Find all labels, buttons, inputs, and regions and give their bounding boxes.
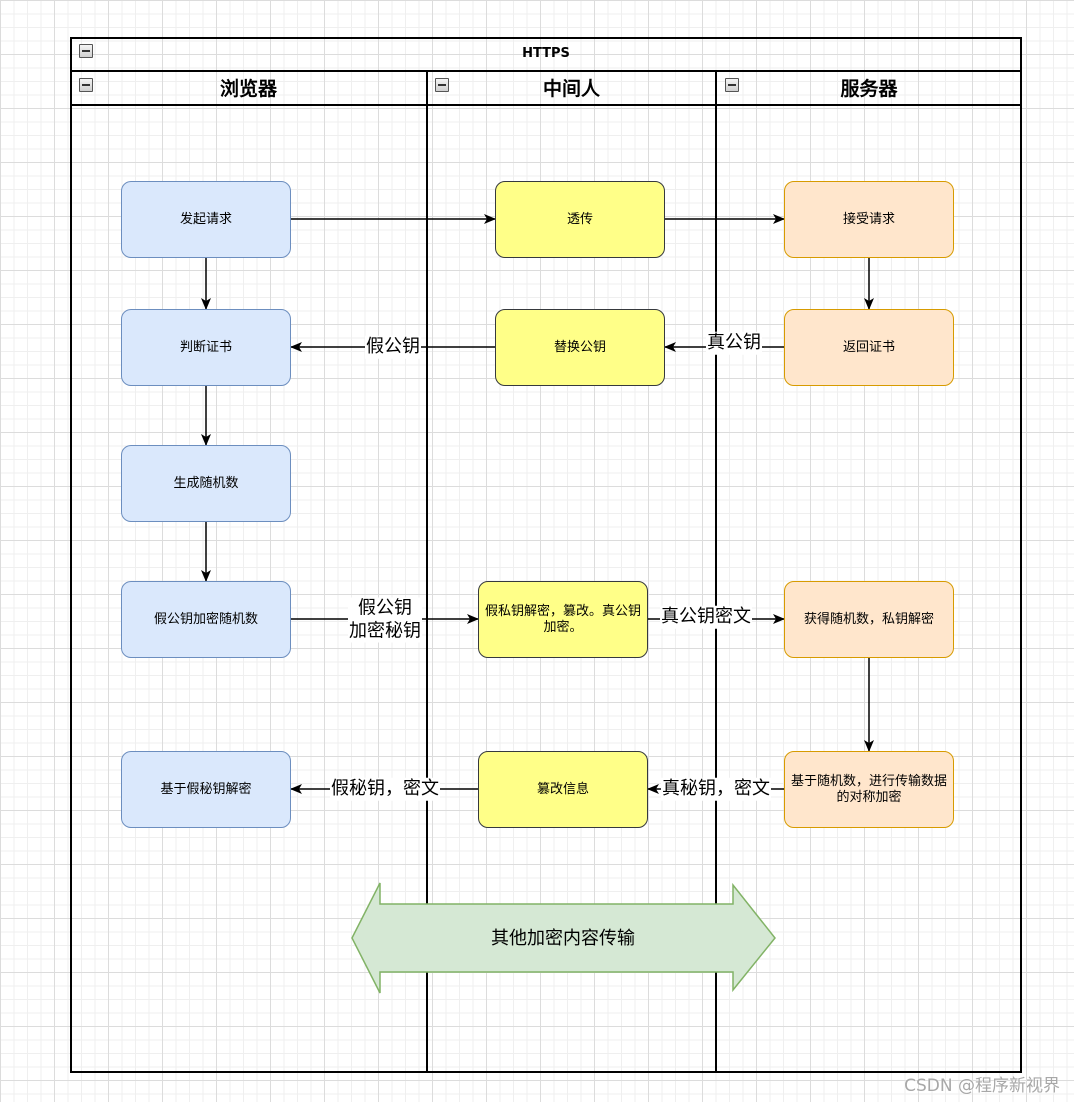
node-send-request[interactable]: 发起请求	[121, 181, 291, 258]
node-check-certificate[interactable]: 判断证书	[121, 309, 291, 386]
node-return-certificate[interactable]: 返回证书	[784, 309, 954, 386]
node-label: 篡改信息	[536, 781, 589, 797]
lane-header-browser[interactable]: 浏览器	[70, 71, 427, 106]
node-generate-random[interactable]: 生成随机数	[121, 445, 291, 522]
lane-divider	[715, 71, 717, 1073]
node-label: 发起请求	[179, 211, 232, 227]
node-get-random-decrypt[interactable]: 获得随机数，私钥解密	[784, 581, 954, 658]
node-fake-key-encrypt-random[interactable]: 假公钥加密随机数	[121, 581, 291, 658]
node-label: 假公钥加密随机数	[153, 611, 258, 627]
node-label: 获得随机数，私钥解密	[803, 611, 934, 627]
node-label: 返回证书	[842, 339, 895, 355]
double-arrow-banner[interactable]	[351, 882, 776, 994]
collapse-minus-icon[interactable]	[435, 78, 449, 92]
lane-header-middleman[interactable]: 中间人	[427, 71, 716, 106]
pool-title: HTTPS	[522, 46, 570, 61]
edge-label-fake-public-key: 假公钥	[365, 335, 421, 359]
node-label: 生成随机数	[173, 475, 239, 491]
node-label: 基于假秘钥解密	[160, 781, 252, 797]
lane-divider	[426, 71, 428, 1073]
node-label: 判断证书	[179, 339, 232, 355]
lane-title-server: 服务器	[840, 78, 898, 100]
edge-label-real-secret-ciphertext: 真秘钥，密文	[661, 777, 771, 801]
banner-label: 其他加密内容传输	[491, 928, 635, 949]
node-passthrough[interactable]: 透传	[495, 181, 665, 258]
swimlane-pool[interactable]	[70, 37, 1022, 1073]
lane-header-server[interactable]: 服务器	[716, 71, 1022, 106]
node-label: 接受请求	[842, 211, 895, 227]
watermark: CSDN @程序新视界	[904, 1076, 1060, 1096]
lane-title-middleman: 中间人	[542, 78, 600, 100]
edge-label-real-key-ciphertext: 真公钥密文	[660, 605, 752, 629]
node-tamper-info[interactable]: 篡改信息	[478, 751, 648, 828]
collapse-minus-icon[interactable]	[79, 44, 93, 58]
edge-label-real-public-key: 真公钥	[706, 331, 762, 355]
node-label: 基于随机数，进行传输数据的对称加密	[790, 773, 947, 805]
lane-title-browser: 浏览器	[219, 78, 277, 100]
node-fake-secret-decrypt[interactable]: 基于假秘钥解密	[121, 751, 291, 828]
node-symmetric-encrypt[interactable]: 基于随机数，进行传输数据的对称加密	[784, 751, 954, 828]
pool-title-bar[interactable]: HTTPS	[70, 37, 1022, 72]
node-label: 透传	[566, 211, 593, 227]
node-label: 假私钥解密，篡改。真公钥加密。	[484, 603, 641, 635]
collapse-minus-icon[interactable]	[725, 78, 739, 92]
node-accept-request[interactable]: 接受请求	[784, 181, 954, 258]
edge-label-fake-key-encrypt: 假公钥 加密秘钥	[348, 597, 422, 643]
edge-label-fake-secret-ciphertext: 假秘钥，密文	[330, 777, 440, 801]
collapse-minus-icon[interactable]	[79, 78, 93, 92]
node-label: 替换公钥	[553, 339, 606, 355]
node-tamper-reencrypt[interactable]: 假私钥解密，篡改。真公钥加密。	[478, 581, 648, 658]
node-replace-public-key[interactable]: 替换公钥	[495, 309, 665, 386]
